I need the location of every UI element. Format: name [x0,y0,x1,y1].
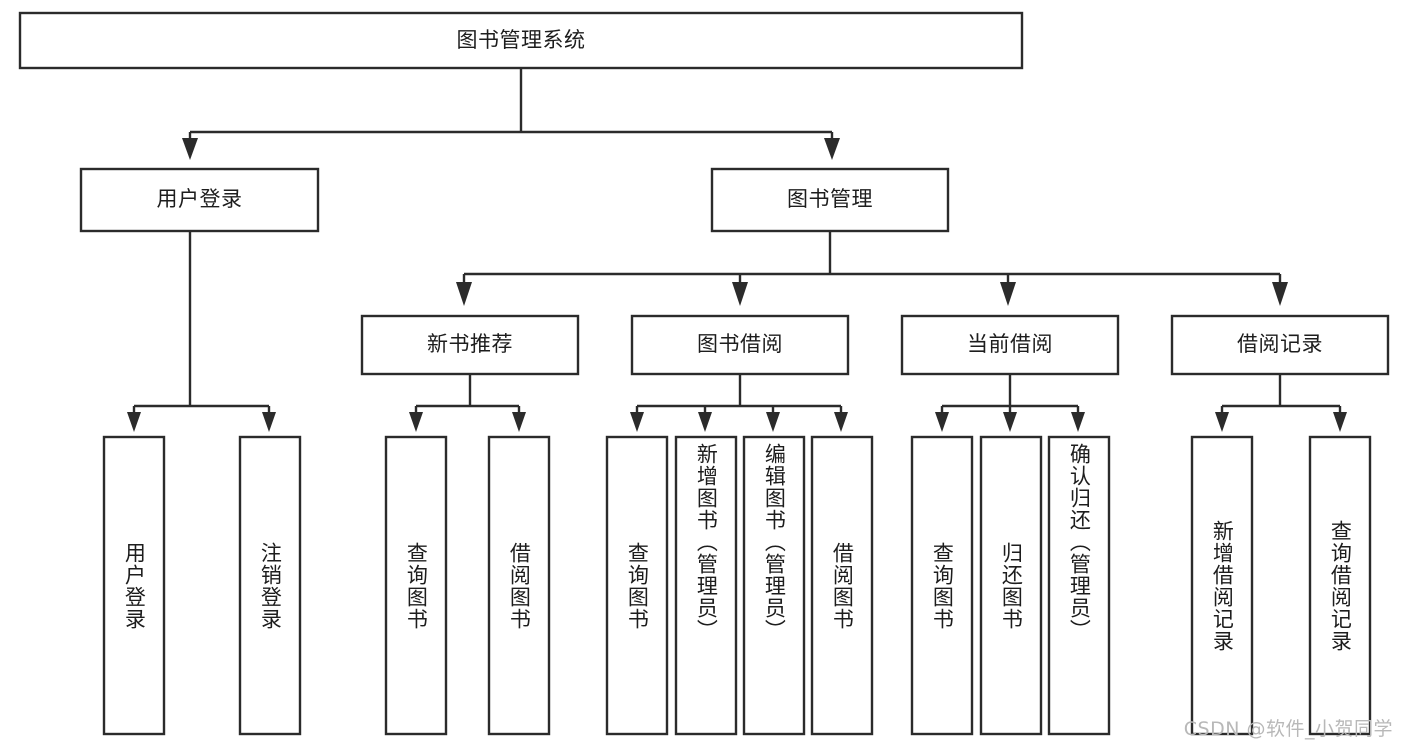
arrow-nbr-leaf-1 [409,412,423,432]
node-box-leaf-query-book-2[interactable] [605,435,669,736]
node-box-leaf-add-book[interactable] [674,435,738,736]
node-box-leaf-borrow-book-2[interactable] [810,435,874,736]
node-box-current-borrow[interactable] [900,314,1120,376]
arrow-cb-leaf-1 [935,412,949,432]
node-box-root[interactable] [18,11,1024,70]
node-box-leaf-add-record[interactable] [1190,435,1254,736]
node-box-borrow-record[interactable] [1170,314,1390,376]
connector-group-root [182,68,840,160]
node-box-leaf-confirm-return[interactable] [1047,435,1111,736]
arrow-bb-leaf-2 [698,412,712,432]
connector-group-book-management [456,231,1288,306]
node-box-leaf-query-book-1[interactable] [384,435,448,736]
node-box-leaf-borrow-book-1[interactable] [487,435,551,736]
arrow-bb-leaf-1 [630,412,644,432]
node-box-leaf-edit-book[interactable] [742,435,806,736]
arrow-cb-leaf-3 [1071,412,1085,432]
arrow-cb-leaf-2 [1003,412,1017,432]
arrow-root-to-book-management [824,138,840,160]
node-box-book-management[interactable] [710,167,950,233]
node-box-leaf-logout-login[interactable] [238,435,302,736]
arrow-bm-to-borrow-record [1272,282,1288,306]
arrow-bb-leaf-3 [766,412,780,432]
arrow-br-leaf-2 [1333,412,1347,432]
arrow-bm-to-current-borrow [1000,282,1016,306]
arrow-user-login-leaf-2 [262,412,276,432]
connector-group-new-book-recommend [409,374,526,432]
node-box-user-login[interactable] [79,167,320,233]
arrow-user-login-leaf-1 [127,412,141,432]
node-box-book-borrow[interactable] [630,314,850,376]
node-box-leaf-return-book[interactable] [979,435,1043,736]
node-box-leaf-query-book-3[interactable] [910,435,974,736]
node-box-leaf-user-login[interactable] [102,435,166,736]
arrow-bb-leaf-4 [834,412,848,432]
connector-group-borrow-record [1215,374,1347,432]
node-box-new-book-recommend[interactable] [360,314,580,376]
arrow-root-to-user-login [182,138,198,160]
arrow-bm-to-new-book-recommend [456,282,472,306]
connector-group-book-borrow [630,374,848,432]
arrow-br-leaf-1 [1215,412,1229,432]
connector-group-current-borrow [935,374,1085,432]
connector-group-user-login [127,231,276,432]
node-box-leaf-query-record[interactable] [1308,435,1372,736]
arrow-bm-to-book-borrow [732,282,748,306]
arrow-nbr-leaf-2 [512,412,526,432]
